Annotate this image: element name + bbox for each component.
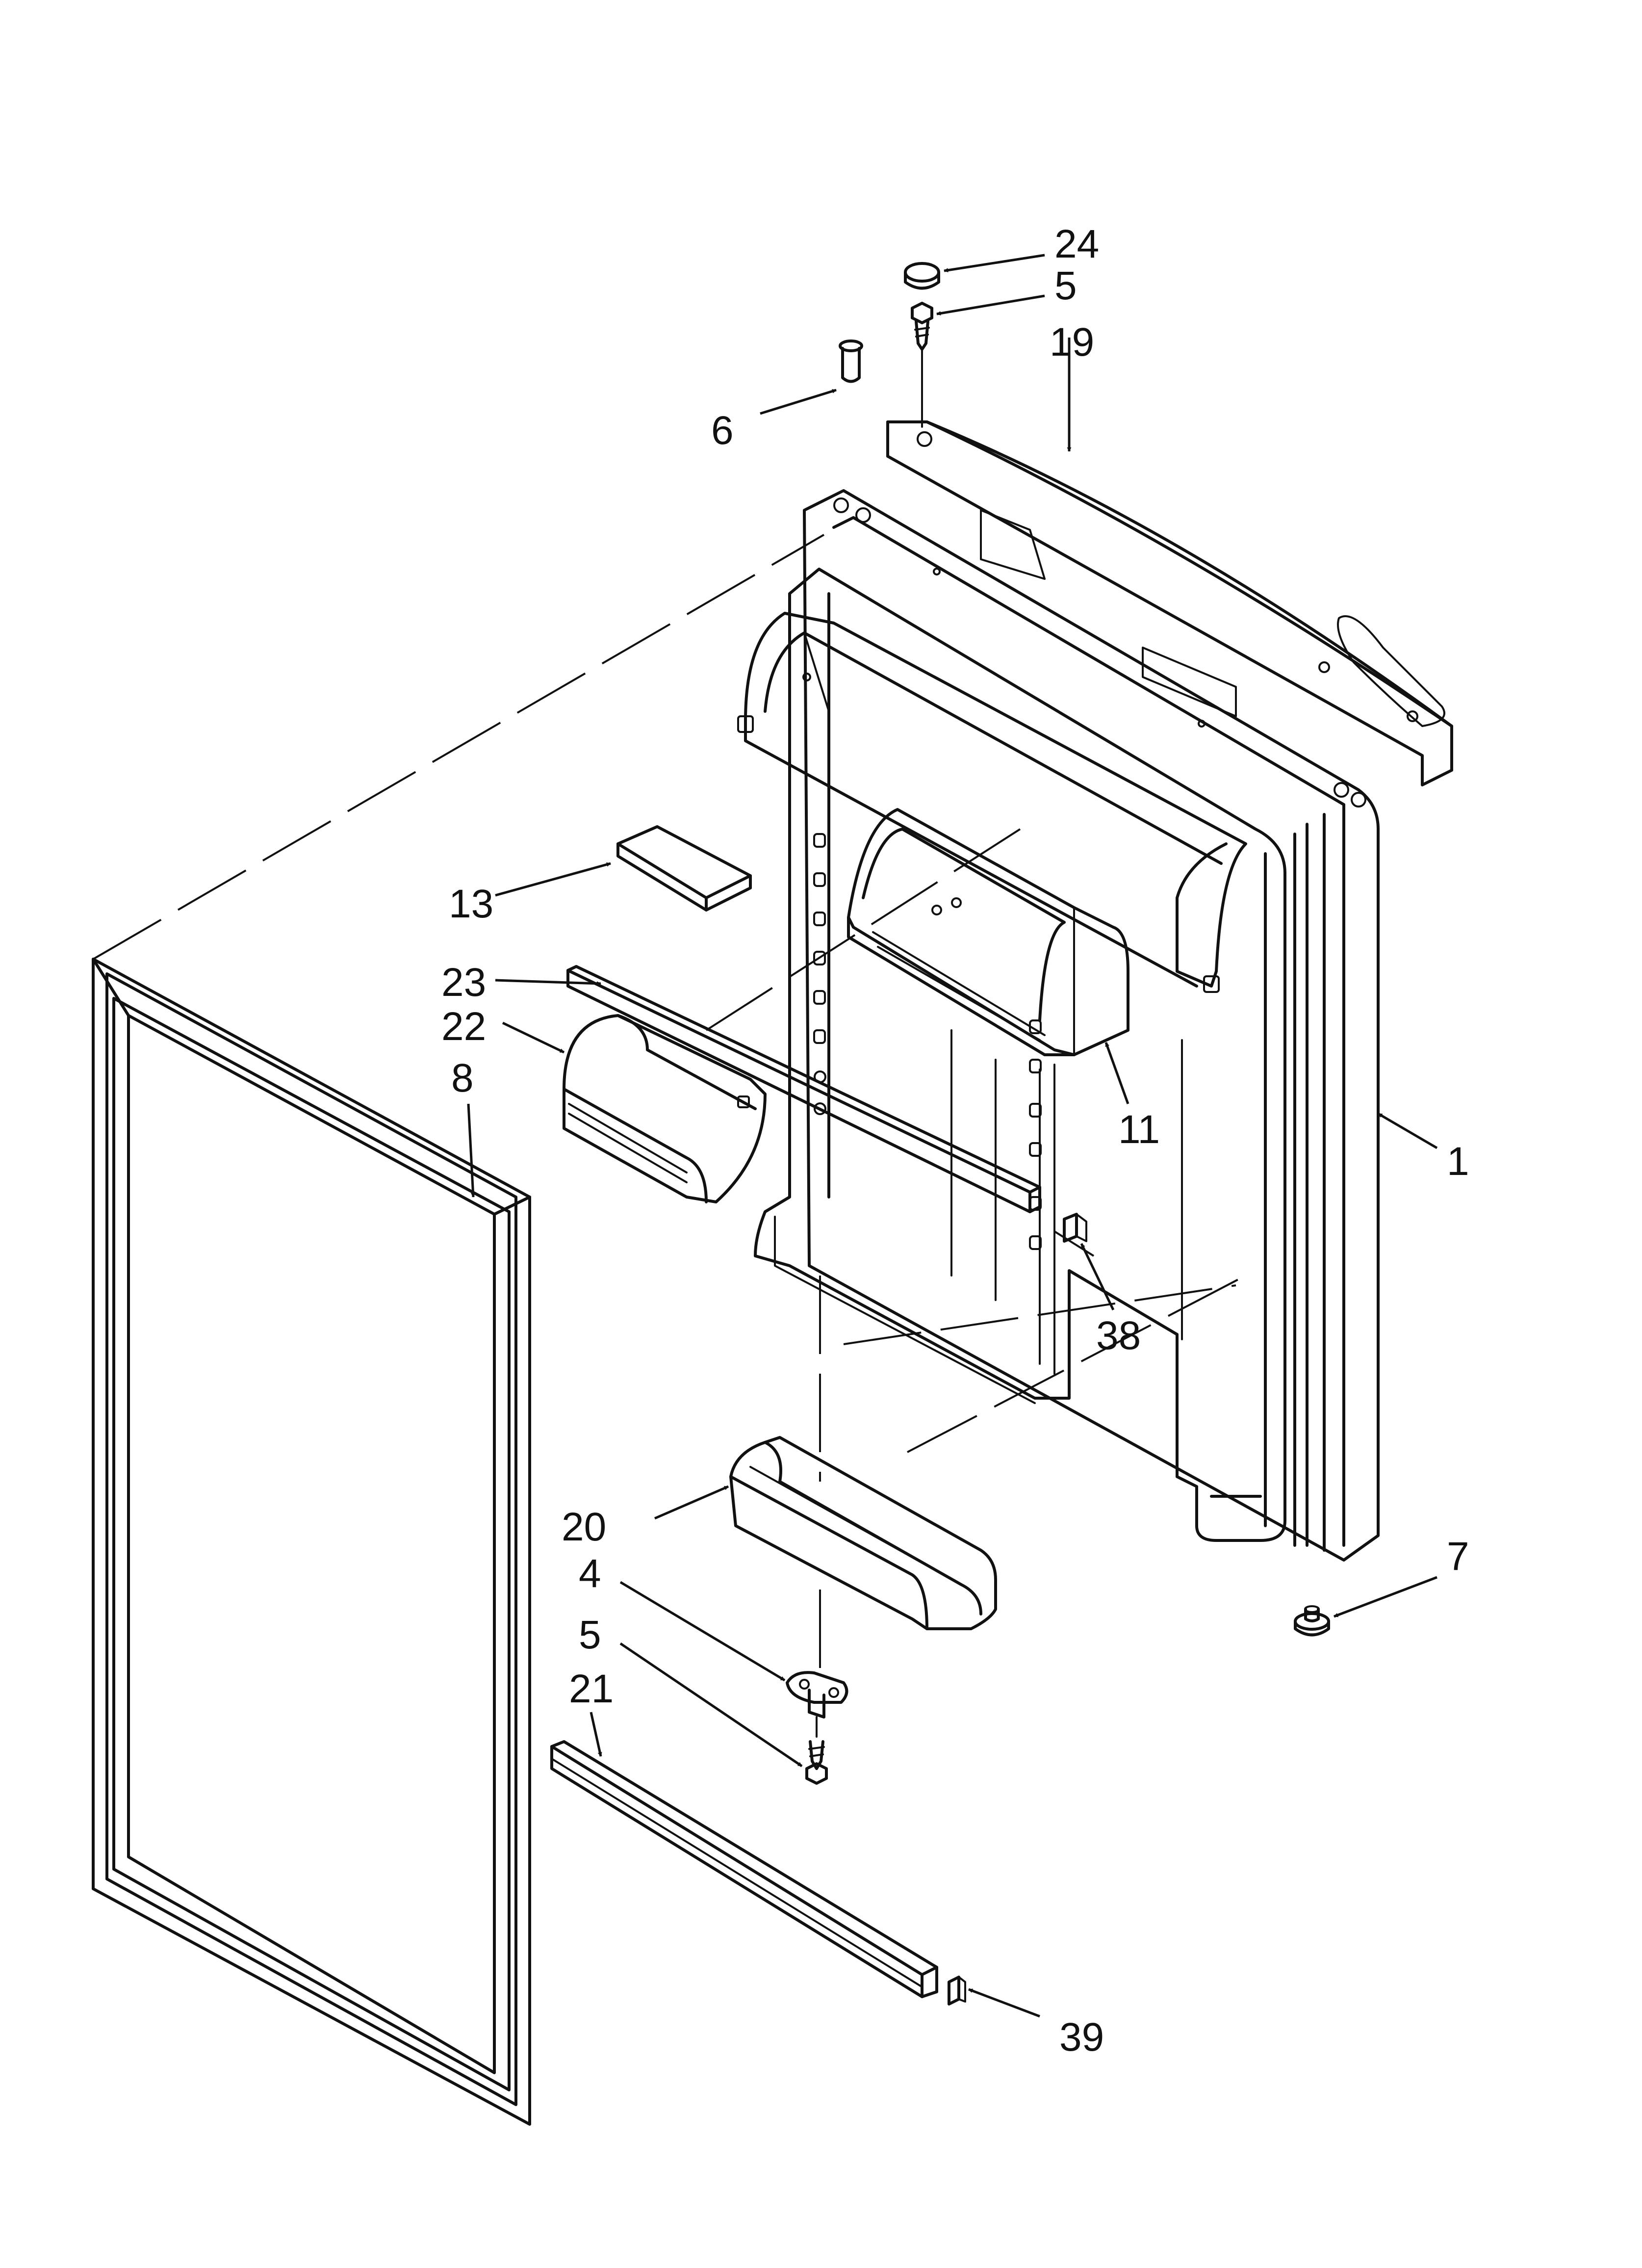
callout-19: 19 xyxy=(1050,320,1094,365)
callout-5-bottom: 5 xyxy=(579,1613,601,1657)
trim-strip-part-21 xyxy=(550,1740,938,1998)
small-tray-part-13 xyxy=(616,825,752,912)
shelf-rail-part-23 xyxy=(566,965,1041,1213)
callout-20: 20 xyxy=(562,1505,606,1549)
callout-4: 4 xyxy=(579,1551,601,1596)
door-gasket-part-8 xyxy=(92,958,531,2126)
callout-8: 8 xyxy=(451,1056,474,1100)
assembly-lines xyxy=(92,534,1246,1668)
callout-labels: 24 5 19 6 13 23 22 8 11 1 38 20 4 5 21 7… xyxy=(441,222,1469,2059)
screw-part-5-bottom xyxy=(805,1716,828,1785)
covered-bin-part-22 xyxy=(563,1014,767,1203)
callout-leaders xyxy=(467,254,1438,2018)
callout-23: 23 xyxy=(441,960,486,1005)
door-liner-part-1 xyxy=(754,489,1380,1562)
cap-part-24 xyxy=(904,262,940,290)
screw-part-5-top xyxy=(911,302,933,428)
top-door-shelf xyxy=(737,612,1247,993)
callout-38: 38 xyxy=(1096,1313,1141,1358)
plug-part-6 xyxy=(839,339,863,383)
callout-7: 7 xyxy=(1447,1534,1469,1579)
hinge-pin-part-7 xyxy=(1294,1605,1330,1637)
callout-1: 1 xyxy=(1447,1139,1469,1184)
top-trim-part-19 xyxy=(886,420,1453,786)
callout-24: 24 xyxy=(1054,222,1099,266)
callout-22: 22 xyxy=(441,1004,486,1049)
callout-39: 39 xyxy=(1059,2015,1104,2059)
callout-11: 11 xyxy=(1118,1107,1160,1152)
callout-6: 6 xyxy=(711,408,734,453)
clip-part-38 xyxy=(1063,1213,1087,1243)
callout-5-top: 5 xyxy=(1054,263,1077,308)
door-bin-part-11 xyxy=(847,808,1129,1056)
callout-21: 21 xyxy=(569,1667,614,1711)
hinge-part-4 xyxy=(786,1671,848,1719)
shelf-holes-left xyxy=(813,833,826,1115)
callout-13: 13 xyxy=(449,882,493,926)
lower-bin-part-20 xyxy=(729,1436,997,1630)
clip-part-39 xyxy=(948,1976,966,2006)
